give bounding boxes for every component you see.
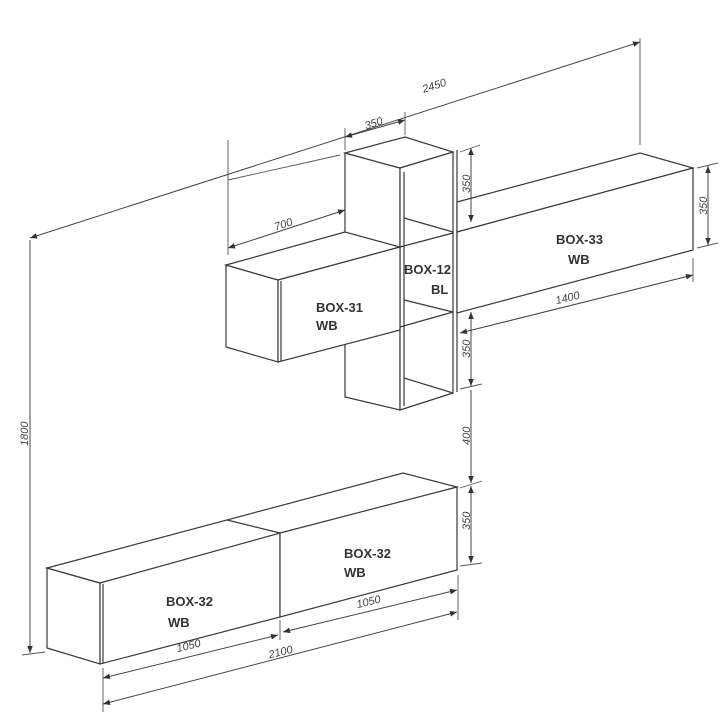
dim-box33-height: 350 — [698, 196, 710, 215]
dim-box12-lower-height: 350 — [461, 339, 473, 358]
box12-finish: BL — [431, 282, 448, 297]
dim-box12-upper-height: 350 — [461, 174, 473, 193]
box32-right-finish: WB — [344, 565, 366, 580]
box33-name: BOX-33 — [556, 232, 603, 247]
dim-lower-height: 350 — [461, 511, 473, 530]
dim-lower-left-width: 1050 — [175, 637, 203, 655]
box32-left-name: BOX-32 — [166, 594, 213, 609]
dim-box12-width: 350 — [363, 115, 385, 132]
box-32-units — [44, 472, 460, 665]
dimension-lines — [21, 38, 719, 712]
box-31-unit — [223, 231, 403, 363]
box32-left-finish: WB — [168, 615, 190, 630]
dim-overall-height: 1800 — [19, 421, 31, 446]
box12-name: BOX-12 — [404, 262, 451, 277]
box31-name: BOX-31 — [316, 300, 363, 315]
dim-box33-width: 1400 — [554, 289, 582, 307]
dim-lower-right-width: 1050 — [355, 593, 383, 611]
box31-finish: WB — [316, 318, 338, 333]
box32-right-name: BOX-32 — [344, 546, 391, 561]
dim-overall-width: 2450 — [420, 77, 449, 97]
dim-lower-total-width: 2100 — [266, 644, 294, 662]
dim-gap-height: 400 — [461, 426, 473, 445]
box33-finish: WB — [568, 252, 590, 267]
dim-box31-width: 700 — [273, 216, 295, 233]
